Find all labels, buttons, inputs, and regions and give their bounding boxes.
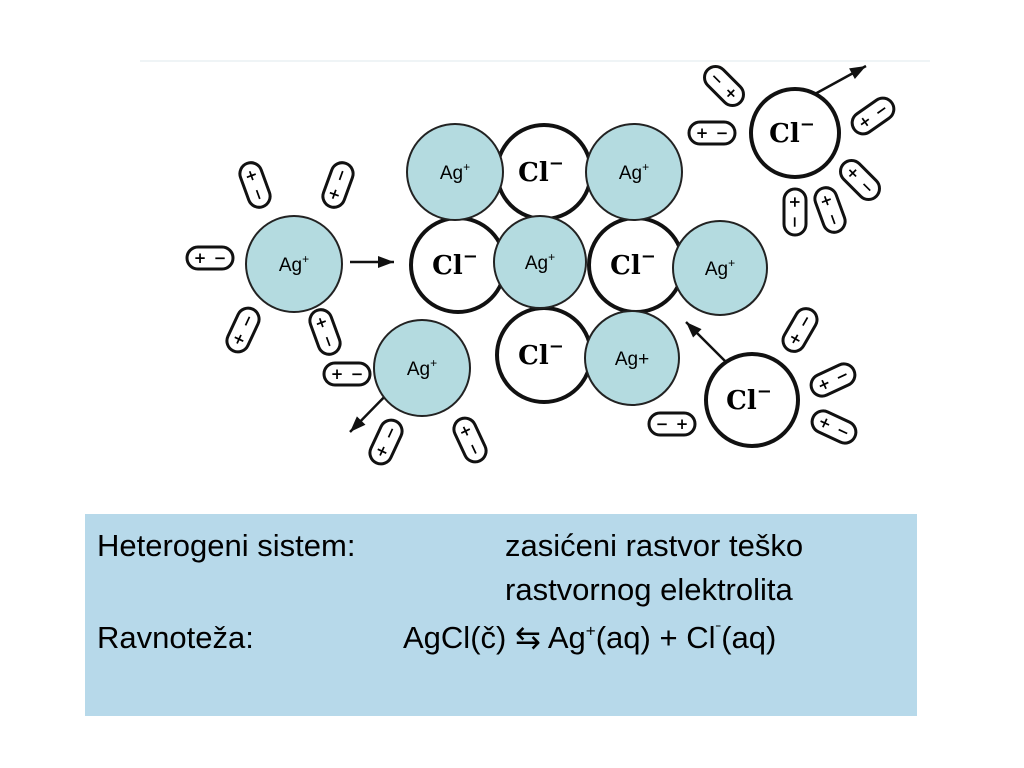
silver-ion: Ag+	[406, 123, 504, 221]
water-dipole: −+	[321, 161, 355, 209]
svg-text:+: +	[324, 185, 345, 203]
svg-text:−: −	[318, 332, 339, 350]
silver-ion-label: Ag+	[615, 349, 649, 370]
silver-ion: Ag+	[672, 220, 768, 316]
water-dipole: +−	[368, 418, 404, 466]
water-dipole: +−	[813, 186, 847, 234]
eq-plus: +	[659, 620, 678, 655]
water-dipole: +−	[322, 361, 372, 387]
silver-ion-label: Ag+	[705, 256, 735, 280]
svg-text:−: −	[823, 210, 844, 228]
silver-ion-circle	[406, 123, 504, 221]
svg-text:−: −	[248, 185, 269, 203]
silver-ion: Ag+	[585, 123, 683, 221]
silver-ion-circle	[584, 310, 680, 406]
water-dipole: +−	[781, 307, 819, 353]
motion-arrow-icon	[350, 256, 394, 268]
equilibrium-arrow-icon: ⇆	[514, 620, 541, 655]
chloride-ion-label: Cl−	[432, 246, 478, 281]
svg-text:−: −	[716, 124, 729, 142]
svg-text:+: +	[786, 196, 804, 209]
water-dipole: +−	[810, 409, 858, 445]
svg-text:−: −	[214, 249, 227, 267]
chloride-ion: Cl−	[409, 216, 507, 314]
svg-text:−: −	[786, 216, 804, 229]
silver-ion: Ag+	[245, 215, 343, 313]
chloride-ion-circle	[749, 87, 841, 179]
system-description-line2: rastvornog elektrolita	[505, 572, 793, 607]
silver-ion: Ag+	[493, 215, 587, 309]
svg-text:+: +	[241, 167, 262, 185]
motion-arrow-icon	[685, 321, 729, 365]
water-dipole: +−	[308, 308, 342, 356]
eq-product-ag: Ag+(aq)	[547, 620, 651, 655]
water-dipole: +−	[782, 187, 808, 237]
svg-text:+: +	[311, 314, 332, 332]
water-dipole: −+	[703, 65, 745, 107]
chloride-ion-circle	[704, 352, 800, 448]
info-box: Heterogeni sistem: zasićeni rastvor tešk…	[85, 514, 917, 716]
silver-ion-circle	[493, 215, 587, 309]
chloride-ion: Cl−	[495, 123, 593, 221]
chloride-ion: Cl−	[587, 216, 685, 314]
system-description-line1: zasićeni rastvor teško	[505, 528, 804, 563]
svg-text:−: −	[331, 167, 352, 185]
water-dipole: −+	[647, 411, 697, 437]
silver-ion: Ag+	[584, 310, 680, 406]
water-dipole: +−	[185, 245, 235, 271]
chloride-ion: Cl−	[749, 87, 841, 179]
silver-ion-circle	[672, 220, 768, 316]
silver-ion-circle	[373, 319, 471, 417]
svg-text:+: +	[676, 415, 689, 433]
chloride-ion: Cl−	[704, 352, 800, 448]
water-dipole: +−	[225, 306, 261, 354]
svg-text:−: −	[351, 365, 364, 383]
equilibrium-equation: AgCl(č) ⇆ Ag+(aq) + Clˉ(aq)	[403, 620, 776, 656]
system-label: Heterogeni sistem:	[97, 528, 356, 563]
dissolution-diagram: +−−++−+−+−+−+−+−−++−+−+−+−+−+−+−+−−+ Cl−…	[140, 60, 930, 466]
eq-product-cl: Clˉ(aq)	[686, 620, 777, 655]
water-dipole: +−	[238, 161, 272, 209]
water-dipole: +−	[687, 120, 737, 146]
silver-ion-circle	[585, 123, 683, 221]
eq-reactant: AgCl(č)	[403, 620, 507, 655]
svg-text:+: +	[331, 365, 344, 383]
svg-text:+: +	[816, 192, 837, 210]
water-dipole: +−	[452, 416, 488, 464]
water-dipole: +−	[809, 362, 857, 398]
chloride-ion-label: Cl−	[518, 336, 564, 371]
chloride-ion: Cl−	[495, 306, 593, 404]
svg-text:+: +	[696, 124, 709, 142]
silver-ion: Ag+	[373, 319, 471, 417]
silver-ion-circle	[245, 215, 343, 313]
water-dipole: +−	[850, 96, 896, 136]
water-dipole: +−	[839, 159, 881, 201]
equilibrium-label: Ravnoteža:	[97, 620, 254, 655]
svg-text:−: −	[656, 415, 669, 433]
svg-text:+: +	[194, 249, 207, 267]
